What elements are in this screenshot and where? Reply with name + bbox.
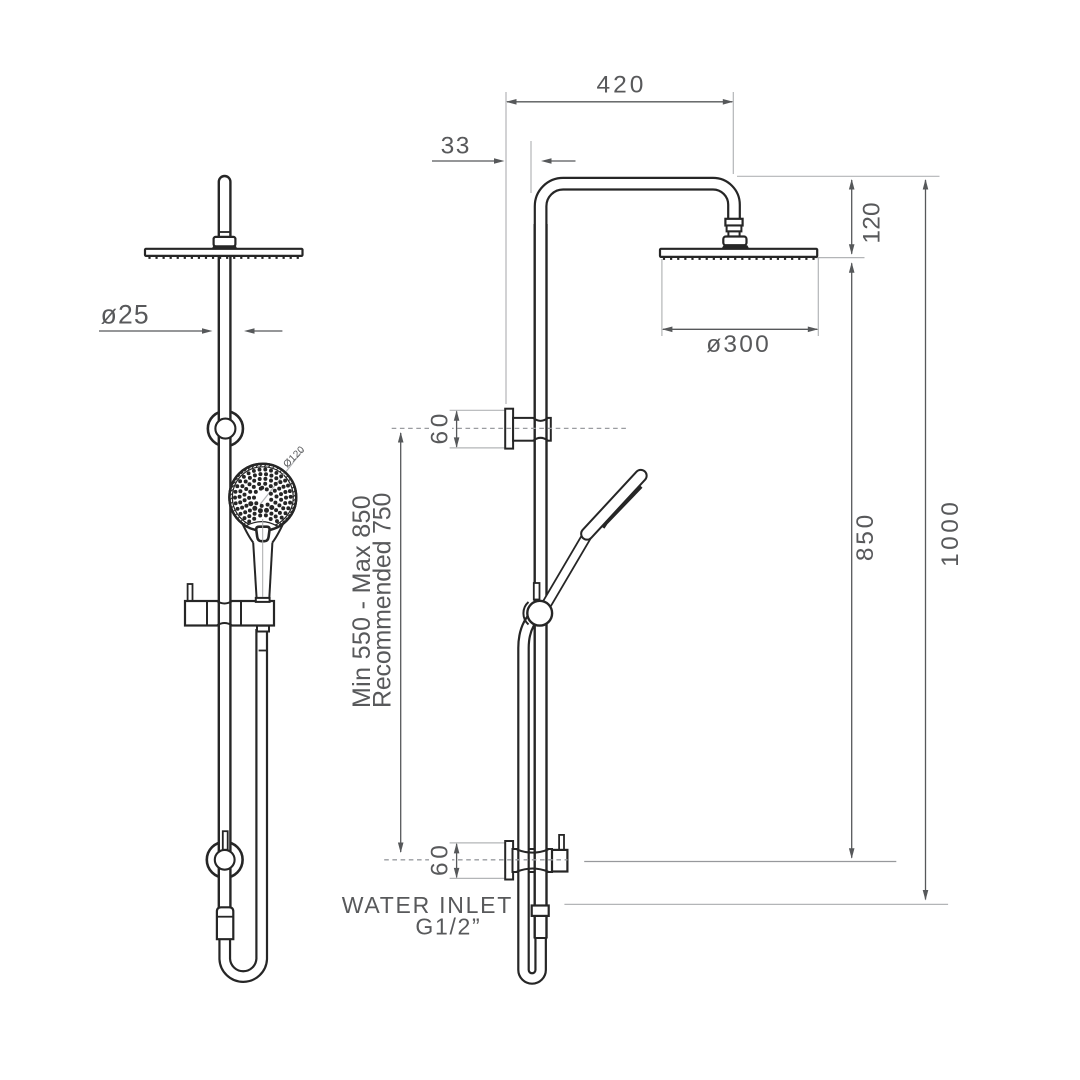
- svg-text:850: 850: [852, 512, 879, 561]
- svg-text:ø25: ø25: [101, 300, 150, 330]
- svg-text:Min 550 - Max 850: Min 550 - Max 850: [348, 495, 376, 708]
- svg-text:1000: 1000: [937, 499, 964, 567]
- svg-text:120: 120: [858, 202, 885, 243]
- svg-text:WATER INLET: WATER INLET: [342, 892, 513, 918]
- svg-text:60: 60: [427, 410, 454, 444]
- svg-text:ø300: ø300: [706, 331, 771, 358]
- svg-text:G1/2”: G1/2”: [415, 914, 481, 940]
- svg-text:420: 420: [597, 72, 647, 99]
- svg-text:33: 33: [441, 132, 471, 159]
- svg-text:Recommended 750: Recommended 750: [369, 493, 397, 708]
- svg-text:60: 60: [427, 842, 454, 876]
